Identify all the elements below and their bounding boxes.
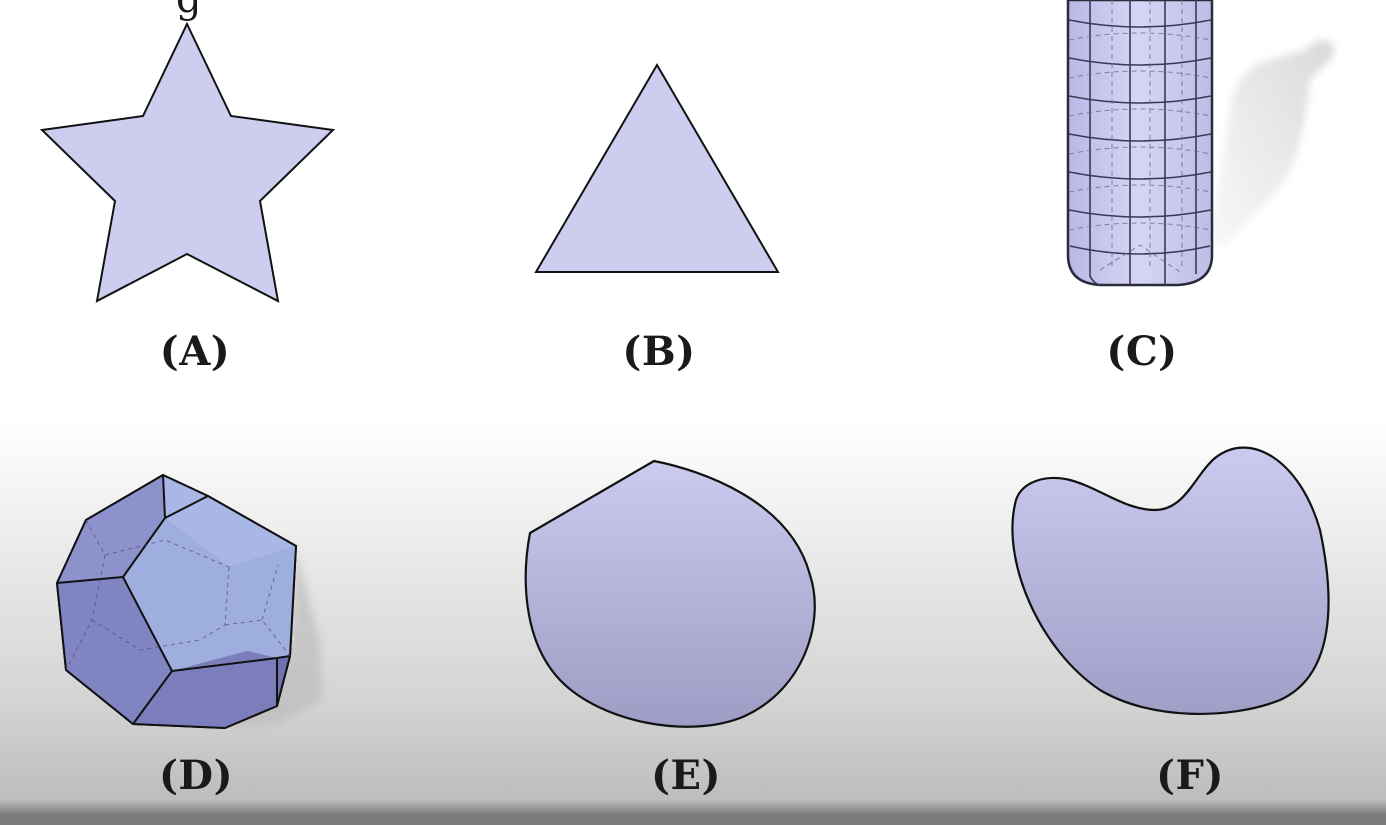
figure-label-e: (E)	[651, 752, 721, 799]
teardrop-shape	[524, 459, 816, 728]
figure-label-c: (C)	[1106, 328, 1178, 375]
triangle-shape	[534, 63, 780, 273]
clipped-heading-fragment: g	[176, 0, 202, 22]
figure-label-f: (F)	[1156, 752, 1224, 799]
bottle-shape	[1066, 0, 1334, 287]
figure-label-d: (D)	[158, 752, 234, 799]
figure-label-a: (A)	[159, 328, 231, 375]
dodecahedron-shape	[55, 473, 322, 730]
figure-label-b: (B)	[622, 328, 696, 375]
star-shape	[39, 21, 336, 303]
bean-shape	[1011, 446, 1330, 716]
